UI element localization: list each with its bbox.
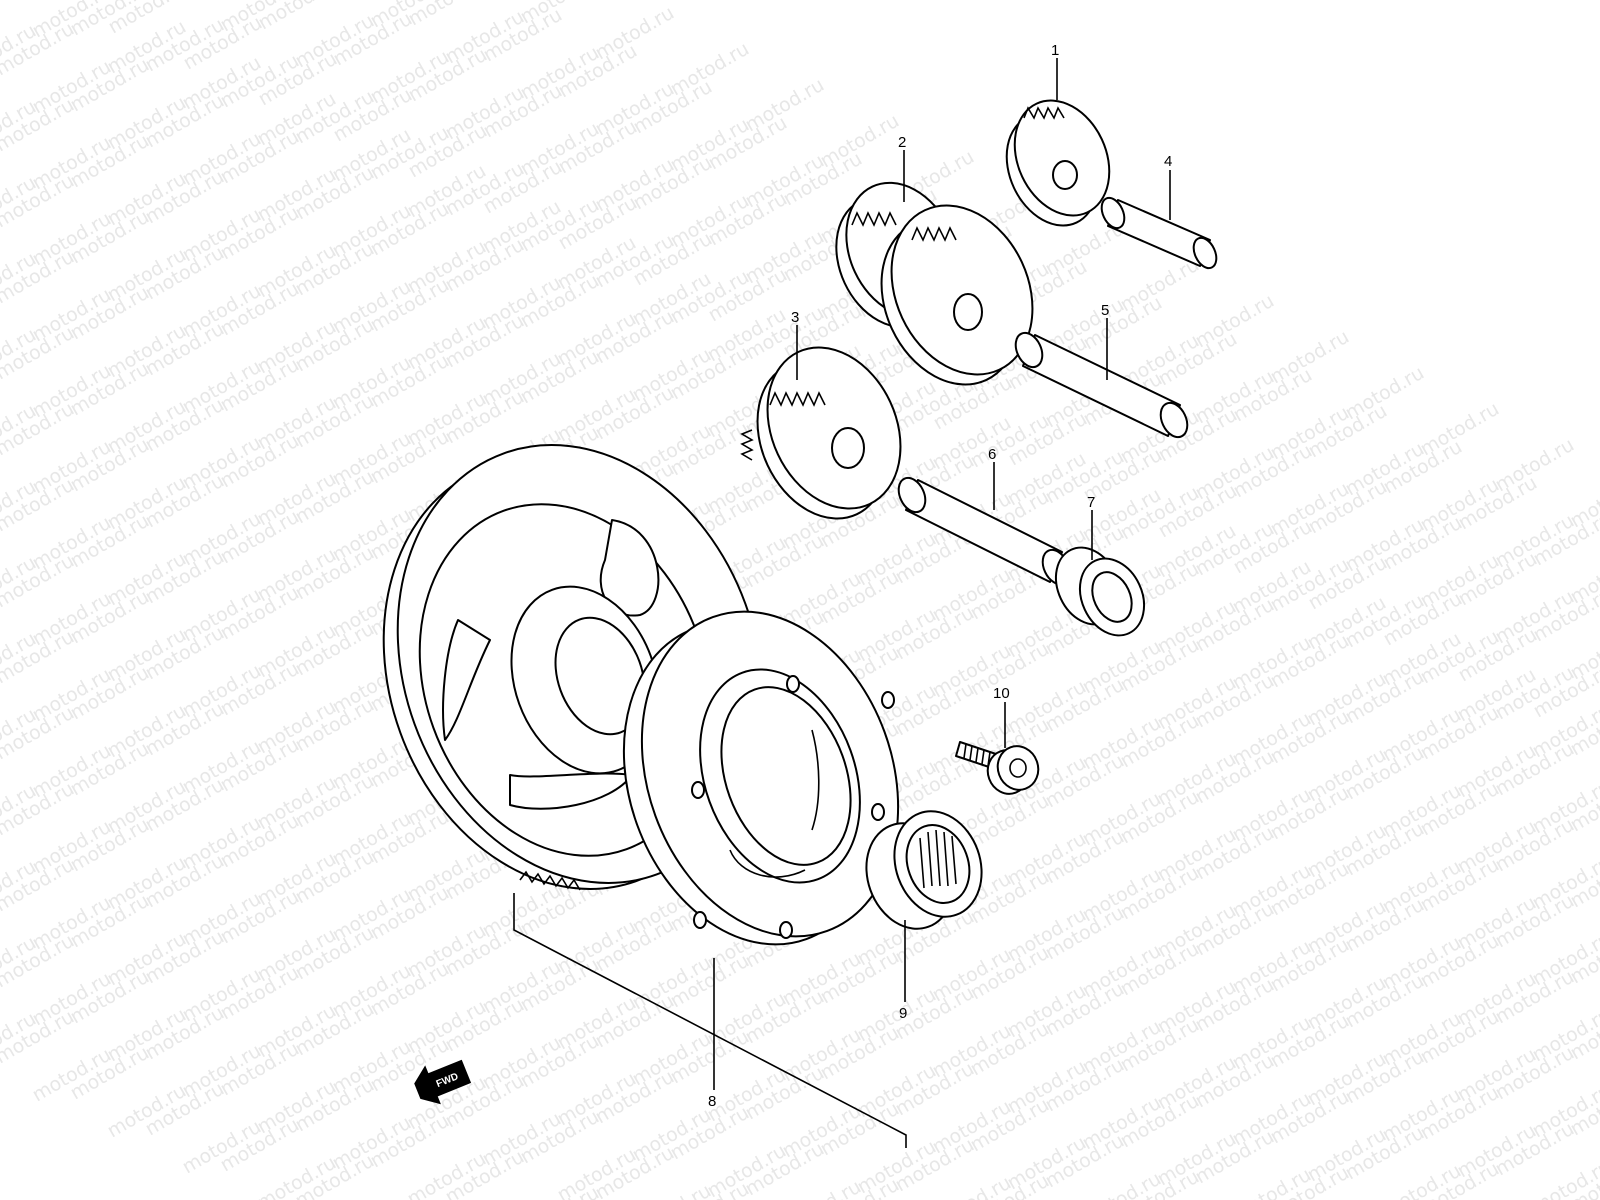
part-5-pin xyxy=(1014,331,1189,439)
callout-5: 5 xyxy=(1101,302,1109,319)
callout-9: 9 xyxy=(899,1005,907,1022)
part-8-clutch-housing xyxy=(622,610,900,946)
callout-3: 3 xyxy=(791,309,799,326)
watermark-text: motod.ru xyxy=(929,1172,1015,1200)
callout-8: 8 xyxy=(708,1093,716,1110)
callout-6: 6 xyxy=(988,446,996,463)
callout-2: 2 xyxy=(898,134,906,151)
part-4-pin xyxy=(1100,196,1218,270)
clutch-bolt-holes xyxy=(691,675,895,939)
part-3-gear xyxy=(740,346,902,520)
part-7-bushing xyxy=(1054,546,1146,637)
watermark-text: motod.ru xyxy=(779,1176,865,1200)
callout-4: 4 xyxy=(1164,153,1172,170)
callout-10: 10 xyxy=(993,685,1010,702)
leader-lines xyxy=(513,58,1171,1148)
watermark-text: motod.ru xyxy=(629,1180,715,1200)
part-1-gear xyxy=(1005,99,1111,227)
callouts: 1 2 3 4 5 6 7 8 9 10 xyxy=(708,42,1172,1110)
fwd-arrow: FWD xyxy=(414,1059,472,1105)
part-10-bolt xyxy=(955,741,1040,795)
callout-1: 1 xyxy=(1051,42,1059,59)
part-2-gear xyxy=(835,181,1034,386)
callout-7: 7 xyxy=(1087,494,1095,511)
part-9-bearing xyxy=(865,810,983,930)
